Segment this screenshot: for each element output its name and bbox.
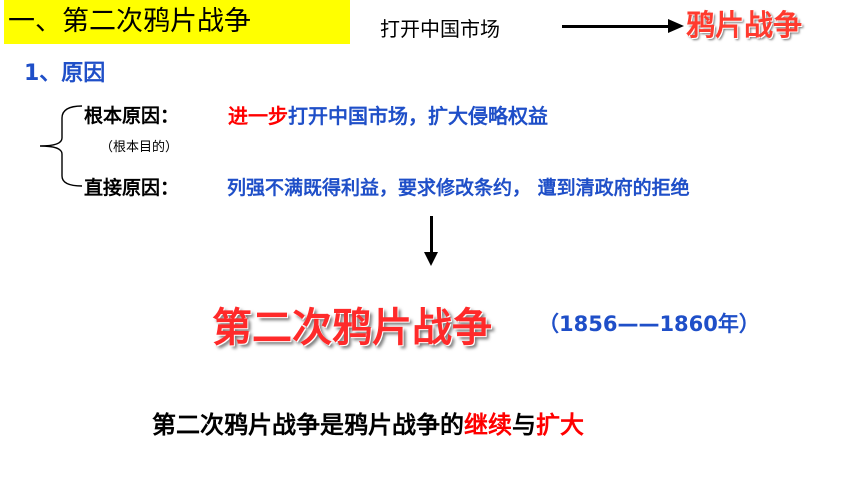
conclusion-expansion: 扩大 xyxy=(536,411,584,439)
top-result-text: 鸦片战争 xyxy=(686,8,803,42)
root-cause-value: 进一步打开中国市场，扩大侵略权益 xyxy=(228,100,548,129)
top-arrow-line xyxy=(562,25,670,28)
section-heading: 1、原因 xyxy=(24,61,106,86)
conclusion-middle: 与 xyxy=(512,411,536,439)
war-name-heading: 第二次鸦片战争 xyxy=(212,305,492,351)
direct-cause-label: 直接原因： xyxy=(84,177,180,199)
top-cause-text: 打开中国市场 xyxy=(380,17,500,41)
conclusion-continuation: 继续 xyxy=(464,411,512,439)
left-brace-icon xyxy=(39,105,83,187)
right-arrow-icon xyxy=(668,19,684,33)
war-years: （1856——1860年） xyxy=(538,312,760,336)
conclusion-part1: 第二次鸦片战争是鸦片战争的 xyxy=(152,411,464,439)
root-cause-rest: 打开中国市场，扩大侵略权益 xyxy=(288,104,548,128)
down-arrow-line xyxy=(430,216,433,254)
conclusion-sentence: 第二次鸦片战争是鸦片战争的继续与扩大 xyxy=(152,405,584,440)
root-cause-label: 根本原因： xyxy=(84,105,180,127)
root-cause-note: （根本目的） xyxy=(100,140,179,155)
root-cause-highlight: 进一步 xyxy=(228,104,288,128)
slide-title: 一、第二次鸦片战争 xyxy=(8,6,251,37)
title-banner xyxy=(4,0,350,44)
direct-cause-value: 列强不满既得利益，要求修改条约， 遭到清政府的拒绝 xyxy=(227,177,690,199)
down-arrow-icon xyxy=(424,252,438,266)
